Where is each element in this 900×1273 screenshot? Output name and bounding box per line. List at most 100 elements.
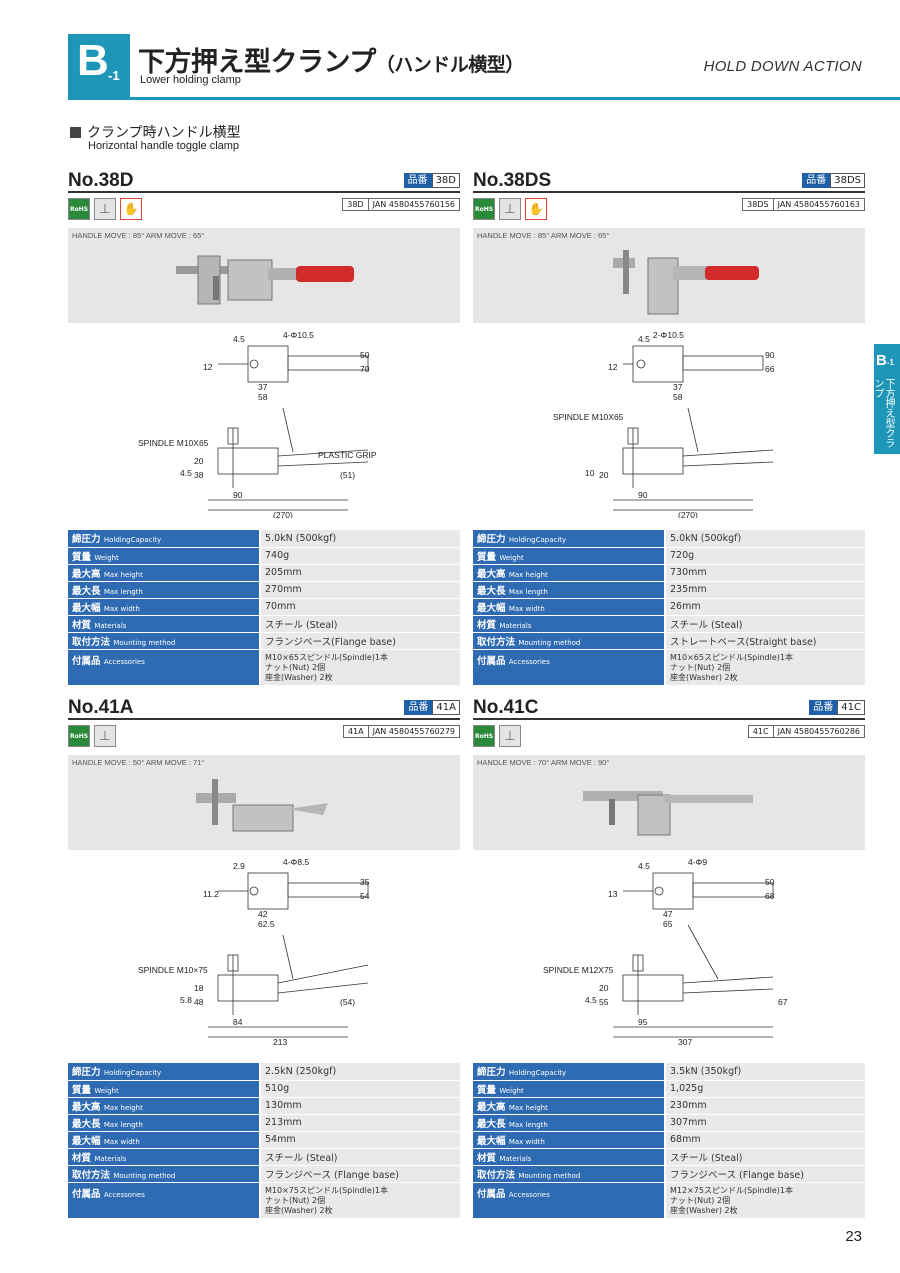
handle-move-caption: HANDLE MOVE : 85° ARM MOVE : 65° — [72, 231, 205, 240]
spec-label: 材質 Materials — [68, 1148, 261, 1166]
spec-label-en: Materials — [499, 1154, 532, 1163]
spec-value: 3.5kN (350kgf) — [665, 1063, 865, 1081]
spec-label: 取付方法 Mounting method — [68, 632, 261, 650]
accessory-line: 座金(Washer) 2枚 — [265, 672, 333, 682]
side-tab-number: -1 — [886, 358, 894, 367]
product-code-value: 41A — [432, 700, 460, 715]
accessory-line: M10×65スピンドル(Spindle)1本 — [265, 652, 388, 662]
feature-icons: RoHS⊥ — [68, 725, 116, 747]
spec-value: 5.0kN (500kgf) — [260, 530, 460, 548]
dim-value: 37 — [673, 382, 683, 392]
dim-value: (54) — [340, 997, 355, 1007]
bolt-icon: ⊥ — [499, 198, 521, 220]
spec-label: 最大高 Max height — [68, 564, 261, 582]
jan-value: 4580455760163 — [793, 200, 860, 209]
page-title-small: （ハンドル横型） — [375, 54, 525, 76]
spec-label-en: Accessories — [103, 657, 145, 666]
product-divider — [68, 191, 460, 193]
bolt-icon: ⊥ — [499, 725, 521, 747]
accessory-line: M12×75スピンドル(Spindle)1本 — [670, 1185, 793, 1195]
dim-value: 4.5 — [638, 334, 650, 344]
handle-move-caption: HANDLE MOVE : 50° ARM MOVE : 71° — [72, 758, 205, 767]
spec-label-en: HoldingCapacity — [508, 1069, 567, 1078]
spec-label-jp: 締圧力 — [477, 534, 506, 546]
rohs-icon: RoHS — [473, 198, 495, 220]
section-badge-number: -1 — [108, 68, 120, 83]
dim-label-holes: 2-Φ10.5 — [653, 330, 684, 340]
dim-label-holes: 4-Φ8.5 — [283, 857, 309, 867]
spec-label-en: Mounting method — [518, 638, 581, 647]
jan-number: JAN 4580455760156 — [369, 199, 459, 210]
section-badge: B -1 — [68, 34, 130, 98]
feature-icons: RoHS⊥ — [473, 725, 521, 747]
spec-label-en: HoldingCapacity — [103, 536, 162, 545]
product-model: No.38DS — [473, 170, 552, 191]
dim-value: 90 — [233, 490, 243, 500]
spec-label: 最大高 Max height — [68, 1097, 261, 1115]
dim-value: 42 — [258, 909, 268, 919]
spec-value: 70mm — [260, 598, 460, 616]
caution-hand-icon: ✋ — [525, 198, 547, 220]
spec-label-en: Max length — [508, 587, 548, 596]
spec-label: 締圧力 HoldingCapacity — [68, 1063, 261, 1081]
dim-value: 10 — [585, 468, 595, 478]
spec-label-en: Materials — [94, 621, 127, 630]
spec-value: 720g — [665, 547, 865, 565]
jan-value: 4580455760156 — [388, 200, 455, 209]
spec-label: 最大長 Max length — [473, 581, 666, 599]
spec-value: 1,025g — [665, 1080, 865, 1098]
spec-label-jp: 質量 — [72, 551, 92, 563]
rohs-icon: RoHS — [68, 198, 90, 220]
product-photo: HANDLE MOVE : 85° ARM MOVE : 65° — [68, 228, 460, 323]
spec-label-en: Accessories — [103, 1190, 145, 1199]
dim-value: 11.2 — [203, 889, 219, 899]
product-code-key: 品番 — [404, 700, 433, 715]
spec-label-en: Max length — [508, 1120, 548, 1129]
spec-value: 2.5kN (250kgf) — [260, 1063, 460, 1081]
spec-label: 最大幅 Max width — [473, 598, 666, 616]
jan-number: JAN 4580455760279 — [369, 726, 459, 737]
product-code-value: 41C — [837, 700, 865, 715]
spec-label-jp: 最大幅 — [477, 602, 506, 614]
spec-label: 締圧力 HoldingCapacity — [473, 1063, 666, 1081]
spec-label: 最大長 Max length — [68, 1114, 261, 1132]
spec-label: 質量 Weight — [68, 547, 261, 565]
dim-value: 20 — [599, 470, 609, 480]
page-title-main: 下方押え型クランプ — [138, 47, 376, 78]
rohs-icon: RoHS — [473, 725, 495, 747]
spec-label-jp: 材質 — [72, 1152, 92, 1164]
spec-label-en: Materials — [499, 621, 532, 630]
spec-value: スチール (Steal) — [665, 615, 865, 633]
section-subtitle: Horizontal handle toggle clamp — [88, 140, 240, 152]
spec-label-jp: 締圧力 — [477, 1067, 506, 1079]
dim-value: 68 — [765, 891, 775, 901]
dim-value: 48 — [194, 997, 204, 1007]
spec-label: 取付方法 Mounting method — [473, 632, 666, 650]
spec-value: 235mm — [665, 581, 865, 599]
spec-value: 510g — [260, 1080, 460, 1098]
spec-label-jp: 最大高 — [72, 568, 101, 580]
dim-label-holes: 4-Φ9 — [688, 857, 707, 867]
side-index-tab[interactable]: B-1 下方押え型クランプ — [872, 344, 900, 454]
spec-label: 質量 Weight — [473, 547, 666, 565]
